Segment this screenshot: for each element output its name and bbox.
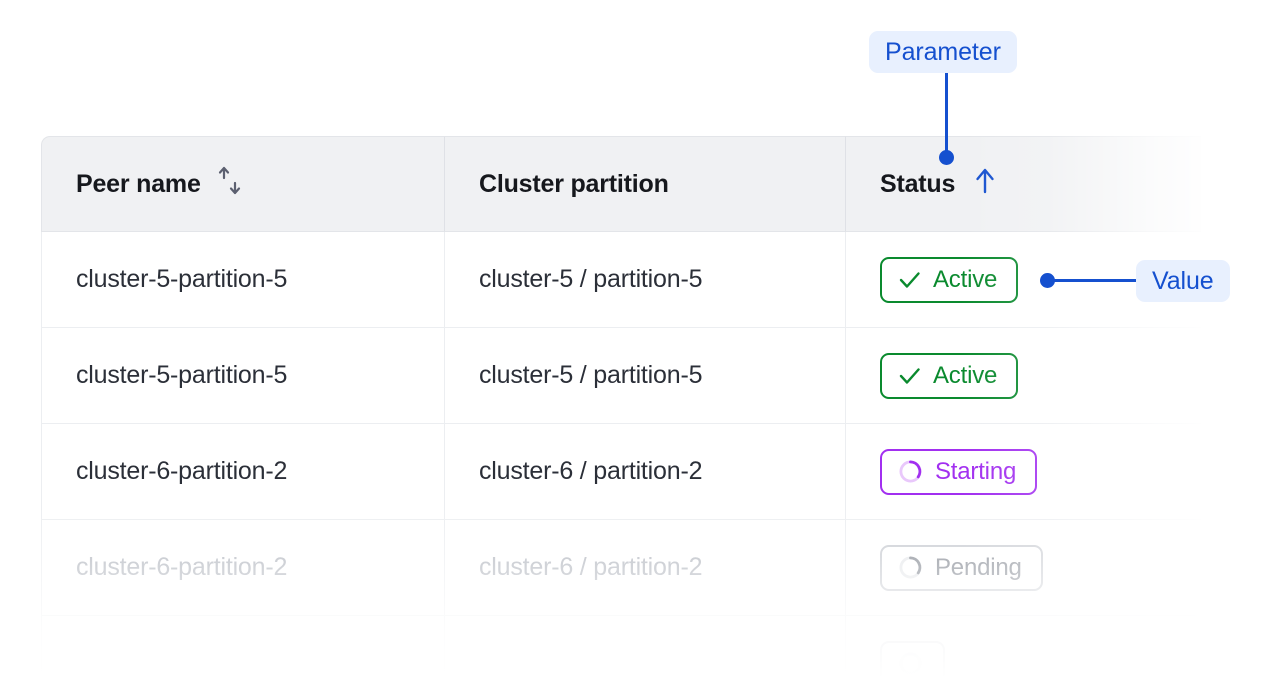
cell-peer-name: cluster-6-partition-2 <box>41 520 445 616</box>
table-row-partial[interactable] <box>41 616 1201 688</box>
cell-status: Pending <box>846 520 1201 616</box>
annotation-chip-parameter: Parameter <box>869 31 1017 73</box>
status-badge-label: Active <box>933 265 998 293</box>
table-header-row: Peer name Cluster partition <box>41 136 1201 232</box>
table-row[interactable]: cluster-6-partition-2 cluster-6 / partit… <box>41 424 1201 520</box>
annotation-connector-value <box>1053 279 1137 282</box>
table-row[interactable]: cluster-5-partition-5 cluster-5 / partit… <box>41 232 1201 328</box>
status-badge-pending: Pending <box>880 544 1043 591</box>
status-badge-label: Active <box>933 361 998 389</box>
cell-cluster-partition: cluster-5 / partition-5 <box>445 232 846 328</box>
annotation-connector-parameter <box>945 73 948 158</box>
table-header: Peer name Cluster partition <box>41 136 1201 232</box>
peers-table: Peer name Cluster partition <box>41 136 1201 688</box>
spinner-icon <box>897 650 924 677</box>
cell-status: Active <box>846 328 1201 424</box>
column-header-status-label: Status <box>880 169 956 198</box>
peers-table-container: Peer name Cluster partition <box>41 136 1201 688</box>
status-badge-label: Starting <box>935 457 1017 485</box>
spinner-icon <box>897 458 924 485</box>
cell-status: Starting <box>846 424 1201 520</box>
cell-status <box>846 616 1201 688</box>
table-row[interactable]: cluster-6-partition-2 cluster-6 / partit… <box>41 520 1201 616</box>
status-badge-label: Pending <box>935 553 1022 581</box>
annotation-dot-value <box>1040 273 1055 288</box>
column-header-cluster-partition[interactable]: Cluster partition <box>445 136 846 232</box>
status-badge-active: Active <box>880 352 1019 399</box>
column-header-status[interactable]: Status <box>846 136 1201 232</box>
annotation-chip-value: Value <box>1136 260 1230 302</box>
cell-peer-name: cluster-5-partition-5 <box>41 232 445 328</box>
spinner-icon <box>897 554 924 581</box>
cell-peer-name: cluster-6-partition-2 <box>41 424 445 520</box>
check-icon <box>897 363 922 388</box>
column-header-peer-name[interactable]: Peer name <box>41 136 445 232</box>
column-header-cluster-partition-label: Cluster partition <box>479 169 669 198</box>
table-row[interactable]: cluster-5-partition-5 cluster-5 / partit… <box>41 328 1201 424</box>
cell-cluster-partition: cluster-5 / partition-5 <box>445 328 846 424</box>
status-badge-active: Active <box>880 256 1019 303</box>
cell-cluster-partition: cluster-6 / partition-2 <box>445 424 846 520</box>
sort-ascending-arrow-icon[interactable] <box>971 166 999 203</box>
table-body: cluster-5-partition-5 cluster-5 / partit… <box>41 232 1201 688</box>
annotation-dot-parameter <box>939 150 954 165</box>
check-icon <box>897 267 922 292</box>
cell-peer-name: cluster-5-partition-5 <box>41 328 445 424</box>
sort-both-arrows-icon[interactable] <box>217 166 243 203</box>
column-header-peer-name-label: Peer name <box>76 169 201 198</box>
cell-cluster-partition: cluster-6 / partition-2 <box>445 520 846 616</box>
cell-peer-name <box>41 616 445 688</box>
status-badge-starting: Starting <box>880 448 1038 495</box>
status-badge-partial <box>880 640 945 687</box>
cell-cluster-partition <box>445 616 846 688</box>
